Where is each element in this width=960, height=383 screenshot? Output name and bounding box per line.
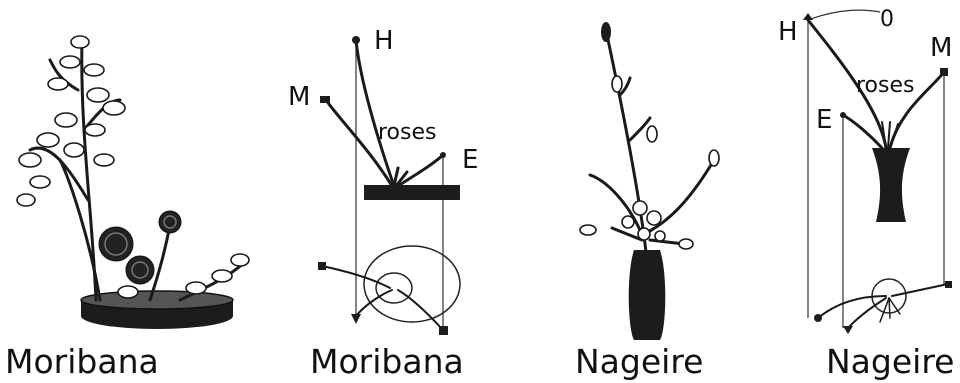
label-roses: roses [856,73,914,98]
label-h: H [778,17,798,47]
label-m: M [930,33,952,63]
plan-h-point [814,314,822,322]
caption-moribana-illustration: Moribana [5,342,159,381]
plan-e-point [439,326,448,335]
m-marker [320,96,330,103]
moribana-diagram: H M E roses [288,26,478,335]
container-side-view [364,185,460,200]
moribana-illustration [17,36,249,329]
plan-h-point [351,314,361,324]
plan-e-point [843,326,853,334]
nageire-vase-side-view [872,148,910,222]
tall-vase [629,250,666,340]
stem-e [398,155,443,186]
plan-m-point [318,262,326,270]
flowers [99,211,181,284]
nageire-diagram: H 0 M E roses [778,7,952,334]
label-e: E [462,145,478,175]
plan-view-kenzan [376,273,412,303]
h-marker [352,36,360,44]
label-roses: roses [378,120,436,145]
plan-m-point [945,281,952,288]
caption-nageire-diagram: Nageire [826,342,954,381]
stem-h [356,40,394,186]
caption-moribana-diagram: Moribana [310,342,464,381]
label-h: H [374,26,394,56]
label-e: E [816,105,832,135]
label-m: M [288,82,310,112]
nageire-illustration [580,22,719,340]
caption-nageire-illustration: Nageire [575,342,703,381]
label-angle: 0 [880,7,894,32]
